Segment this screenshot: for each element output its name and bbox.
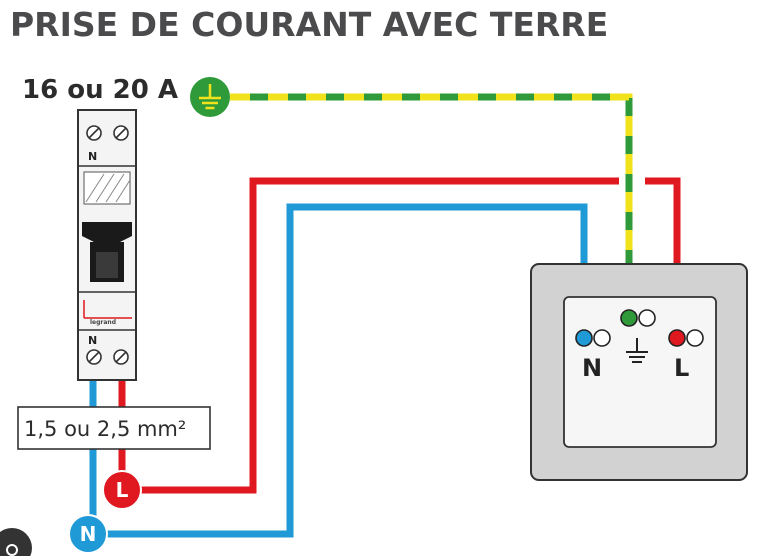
neutral-badge: N bbox=[68, 514, 108, 554]
live-badge: L bbox=[102, 470, 142, 510]
svg-text:L: L bbox=[116, 478, 129, 502]
neutral-screw-icon bbox=[593, 329, 611, 347]
earth-terminal-icon bbox=[620, 309, 638, 327]
earth-wire bbox=[230, 93, 633, 313]
outlet-neutral-label: N bbox=[582, 354, 602, 382]
brand-logo: legrand bbox=[90, 319, 116, 326]
live-screw-icon bbox=[686, 329, 704, 347]
corner-overlay-button[interactable] bbox=[0, 528, 32, 556]
earth-screw-icon bbox=[638, 309, 656, 327]
outlet-live-label: L bbox=[674, 354, 689, 382]
breaker-rating-label: 16 ou 20 A bbox=[22, 75, 178, 105]
neutral-terminal-icon bbox=[575, 329, 593, 347]
live-terminal-icon bbox=[668, 329, 686, 347]
screw-icon bbox=[86, 125, 102, 141]
breaker-bottom-n-label: N bbox=[88, 334, 97, 347]
neutral-wire bbox=[89, 203, 588, 538]
earth-icon bbox=[190, 77, 230, 117]
screw-icon bbox=[113, 125, 129, 141]
breaker-toggle-icon bbox=[82, 222, 132, 282]
diagram-title: PRISE DE COURANT AVEC TERRE bbox=[10, 5, 608, 44]
power-outlet: N L bbox=[530, 263, 748, 481]
breaker-top-n-label: N bbox=[88, 150, 97, 163]
circuit-breaker: N legrand N bbox=[77, 109, 137, 381]
svg-text:N: N bbox=[80, 522, 97, 546]
ground-symbol-icon bbox=[626, 338, 648, 363]
screw-icon bbox=[113, 349, 129, 365]
screw-icon bbox=[86, 349, 102, 365]
cable-section-label: 1,5 ou 2,5 mm² bbox=[24, 417, 186, 441]
cable-section-box bbox=[17, 406, 211, 450]
